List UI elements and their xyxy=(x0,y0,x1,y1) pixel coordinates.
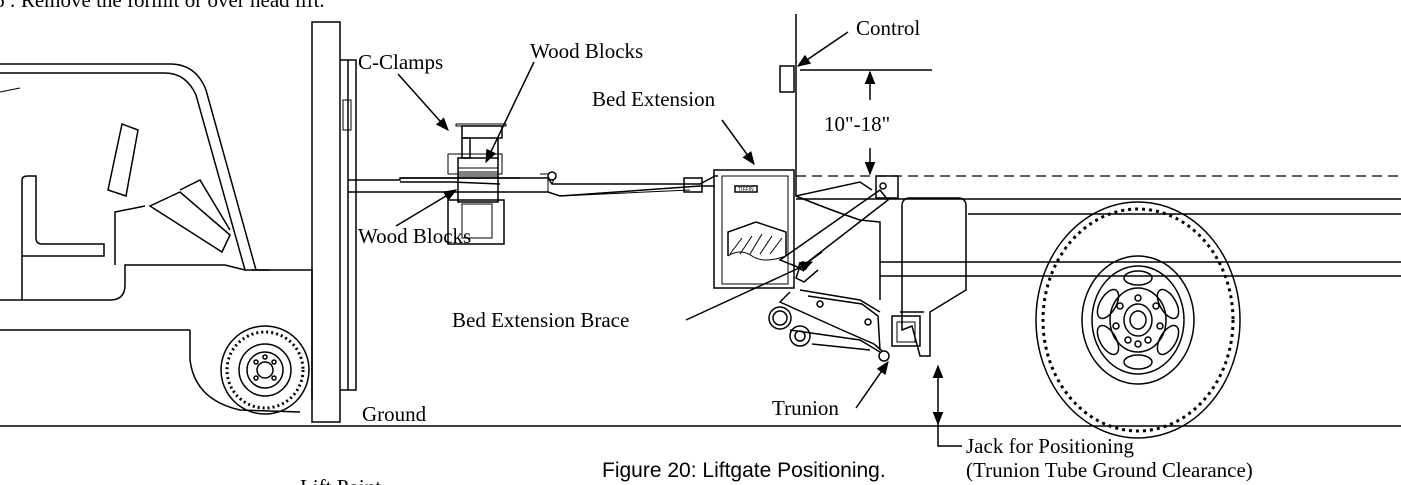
liftgate-opening xyxy=(727,221,787,256)
forklift-mast xyxy=(311,21,341,423)
dimension-10-18 xyxy=(800,69,932,176)
lower-roller-left xyxy=(768,306,792,330)
label-bed-extension-brace: Bed Extension Brace xyxy=(452,308,629,332)
leader-lines xyxy=(395,31,962,447)
steering-wheel xyxy=(107,122,139,197)
c-clamp-assembly xyxy=(447,123,507,245)
steering-column xyxy=(148,191,231,254)
label-jack-line2: (Trunion Tube Ground Clearance) xyxy=(966,458,1253,482)
figure-caption: Figure 20: Liftgate Positioning. xyxy=(602,459,886,482)
lower-roller-right xyxy=(789,325,811,347)
truck xyxy=(796,175,1401,439)
forklift-body xyxy=(0,264,270,301)
plate-text: TIFFIN xyxy=(738,187,754,193)
wood-block-bottom xyxy=(447,199,505,245)
bed-extension-top xyxy=(400,175,718,185)
forklift xyxy=(0,21,520,423)
label-c-clamps: C-Clamps xyxy=(358,50,443,74)
label-bed-extension: Bed Extension xyxy=(592,87,716,111)
label-wood-blocks-bottom: Wood Blocks xyxy=(358,224,471,248)
truck-rear-wheel xyxy=(1035,201,1241,439)
trunion-tube xyxy=(891,315,921,347)
forklift-front-wheel xyxy=(220,325,310,415)
label-jack-line1: Jack for Positioning xyxy=(966,434,1134,458)
forklift-seat xyxy=(21,175,105,257)
clamp-top xyxy=(461,125,503,139)
bed-extension-brace xyxy=(778,188,890,269)
label-ground: Ground xyxy=(362,402,427,426)
forklift-guard-inner xyxy=(0,72,246,271)
wood-block-top xyxy=(457,157,499,203)
header-partial: 6 : Remove the formit or over head lift. xyxy=(0,0,325,12)
label-trunion: Trunion xyxy=(772,396,839,420)
label-control: Control xyxy=(856,16,920,40)
label-dimension: 10"-18" xyxy=(824,112,890,136)
forklift-overhead-guard xyxy=(0,63,257,271)
control-box xyxy=(779,65,795,93)
label-wood-blocks-top: Wood Blocks xyxy=(530,39,643,63)
liftgate-mechanism: TIFFIN xyxy=(713,14,899,362)
trunion-housing xyxy=(901,197,967,357)
bed-extension xyxy=(400,171,718,197)
lift-arm-lower xyxy=(778,291,889,357)
label-lift-point: Lift Point xyxy=(300,475,381,485)
